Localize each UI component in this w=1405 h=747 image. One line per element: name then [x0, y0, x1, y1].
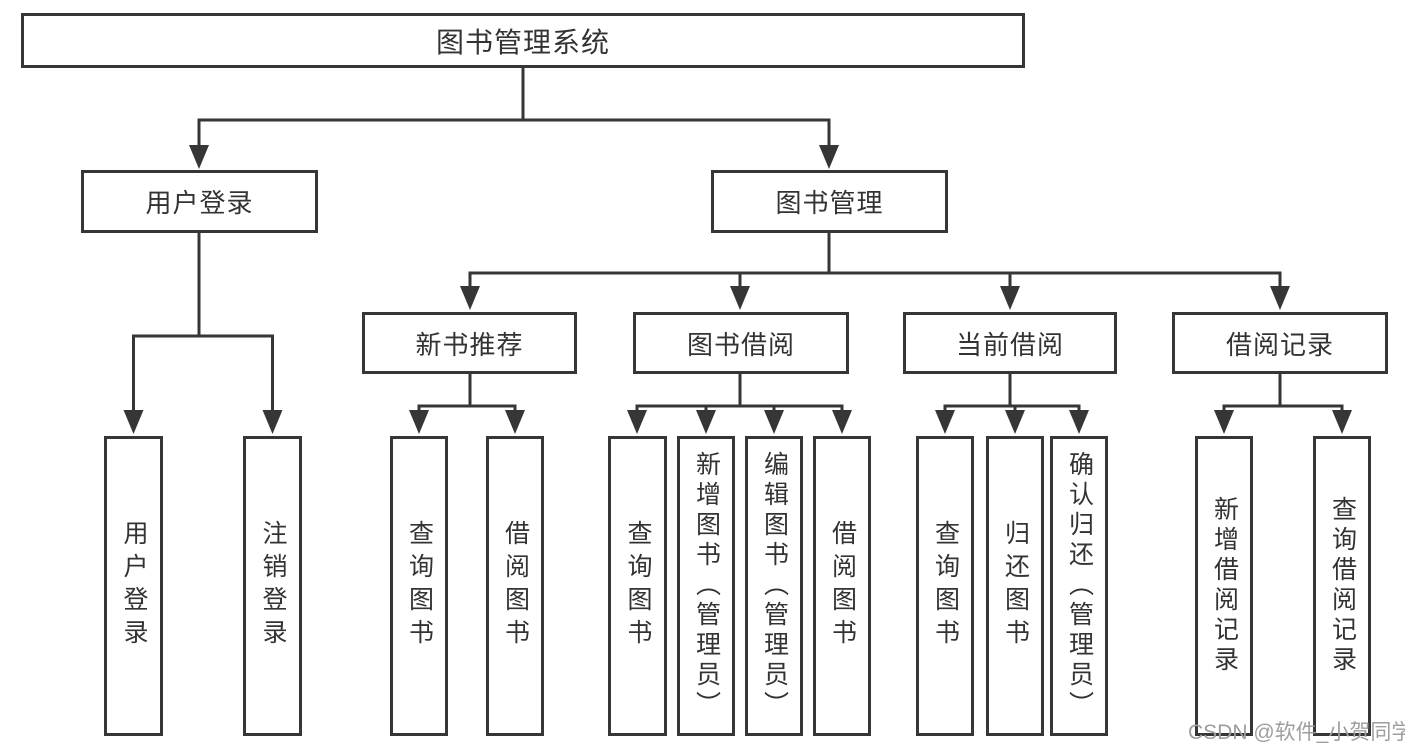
- connector-book-borrow-children: [627, 374, 852, 434]
- node-book-borrow: 图书借阅: [633, 312, 849, 374]
- arrowhead-icon: [935, 410, 955, 434]
- arrowhead-icon: [1332, 410, 1352, 434]
- connector-root-to-level2: [189, 68, 839, 169]
- connector-new-book-recommend-children: [409, 374, 525, 434]
- node-book-management: 图书管理: [711, 170, 948, 233]
- node-borrow-records: 借阅记录: [1172, 312, 1388, 374]
- arrowhead-icon: [627, 410, 647, 434]
- arrowhead-icon: [262, 410, 283, 434]
- connector-borrow-records-children: [1214, 374, 1352, 434]
- leaf-add-book-admin-label: 新增图书（管理员）: [692, 451, 721, 721]
- leaf-query-borrow-record-label: 查询借阅记录: [1328, 496, 1357, 676]
- leaf-add-book-admin: 新增图书（管理员）: [677, 436, 735, 736]
- arrowhead-icon: [1000, 286, 1020, 310]
- connector-current-borrow-children: [935, 374, 1089, 434]
- node-root-label: 图书管理系统: [435, 26, 610, 58]
- arrowhead-icon: [123, 410, 144, 434]
- arrowhead-icon: [460, 286, 480, 310]
- leaf-edit-book-admin-label: 编辑图书（管理员）: [760, 451, 789, 721]
- arrowhead-icon: [832, 410, 852, 434]
- leaf-recommend-query-books: 查询图书: [390, 436, 448, 736]
- arrowhead-icon: [409, 410, 429, 434]
- leaf-add-borrow-record: 新增借阅记录: [1195, 436, 1253, 736]
- node-current-borrow: 当前借阅: [903, 312, 1117, 374]
- arrowhead-icon: [1005, 410, 1025, 434]
- leaf-recommend-query-books-label: 查询图书: [405, 520, 434, 652]
- leaf-confirm-return-admin: 确认归还（管理员）: [1050, 436, 1108, 736]
- node-user-login-label: 用户登录: [145, 188, 254, 218]
- arrowhead-icon: [696, 410, 716, 434]
- node-root: 图书管理系统: [21, 13, 1025, 68]
- node-new-book-recommend: 新书推荐: [362, 312, 577, 374]
- leaf-borrow-query-books: 查询图书: [608, 436, 667, 736]
- leaf-edit-book-admin: 编辑图书（管理员）: [745, 436, 803, 736]
- leaf-add-borrow-record-label: 新增借阅记录: [1210, 496, 1239, 676]
- arrowhead-icon: [505, 410, 525, 434]
- node-current-borrow-label: 当前借阅: [955, 329, 1064, 360]
- arrowhead-icon: [1069, 410, 1089, 434]
- leaf-confirm-return-admin-label: 确认归还（管理员）: [1065, 451, 1094, 721]
- arrowhead-icon: [1214, 410, 1234, 434]
- leaf-borrow-borrow-books-label: 借阅图书: [828, 520, 857, 652]
- leaf-return-book-label: 归还图书: [1001, 520, 1030, 652]
- node-book-borrow-label: 图书借阅: [686, 329, 795, 360]
- arrowhead-icon: [1270, 286, 1290, 310]
- leaf-recommend-borrow-books: 借阅图书: [486, 436, 544, 736]
- leaf-query-borrow-record: 查询借阅记录: [1313, 436, 1371, 736]
- node-user-login: 用户登录: [81, 170, 318, 233]
- arrowhead-icon: [764, 410, 784, 434]
- arrowhead-icon: [730, 286, 750, 310]
- leaf-logout: 注销登录: [243, 436, 302, 736]
- leaf-borrow-borrow-books: 借阅图书: [813, 436, 871, 736]
- leaf-user-login: 用户登录: [104, 436, 163, 736]
- leaf-user-login-label: 用户登录: [120, 520, 148, 652]
- leaf-borrow-query-books-label: 查询图书: [624, 520, 652, 652]
- leaf-logout-label: 注销登录: [259, 520, 287, 652]
- leaf-recommend-borrow-books-label: 借阅图书: [501, 520, 530, 652]
- arrowhead-icon: [189, 145, 209, 169]
- leaf-return-book: 归还图书: [986, 436, 1044, 736]
- connector-book-mgmt-to-level3: [460, 233, 1290, 310]
- node-book-management-label: 图书管理: [775, 188, 884, 218]
- leaf-current-query-books: 查询图书: [916, 436, 974, 736]
- node-new-book-recommend-label: 新书推荐: [415, 329, 524, 360]
- connector-user-login-children: [123, 233, 283, 434]
- watermark: CSDN @软件_小贺同学: [1188, 721, 1405, 744]
- leaf-current-query-books-label: 查询图书: [931, 520, 960, 652]
- arrowhead-icon: [819, 145, 839, 169]
- node-borrow-records-label: 借阅记录: [1225, 329, 1334, 360]
